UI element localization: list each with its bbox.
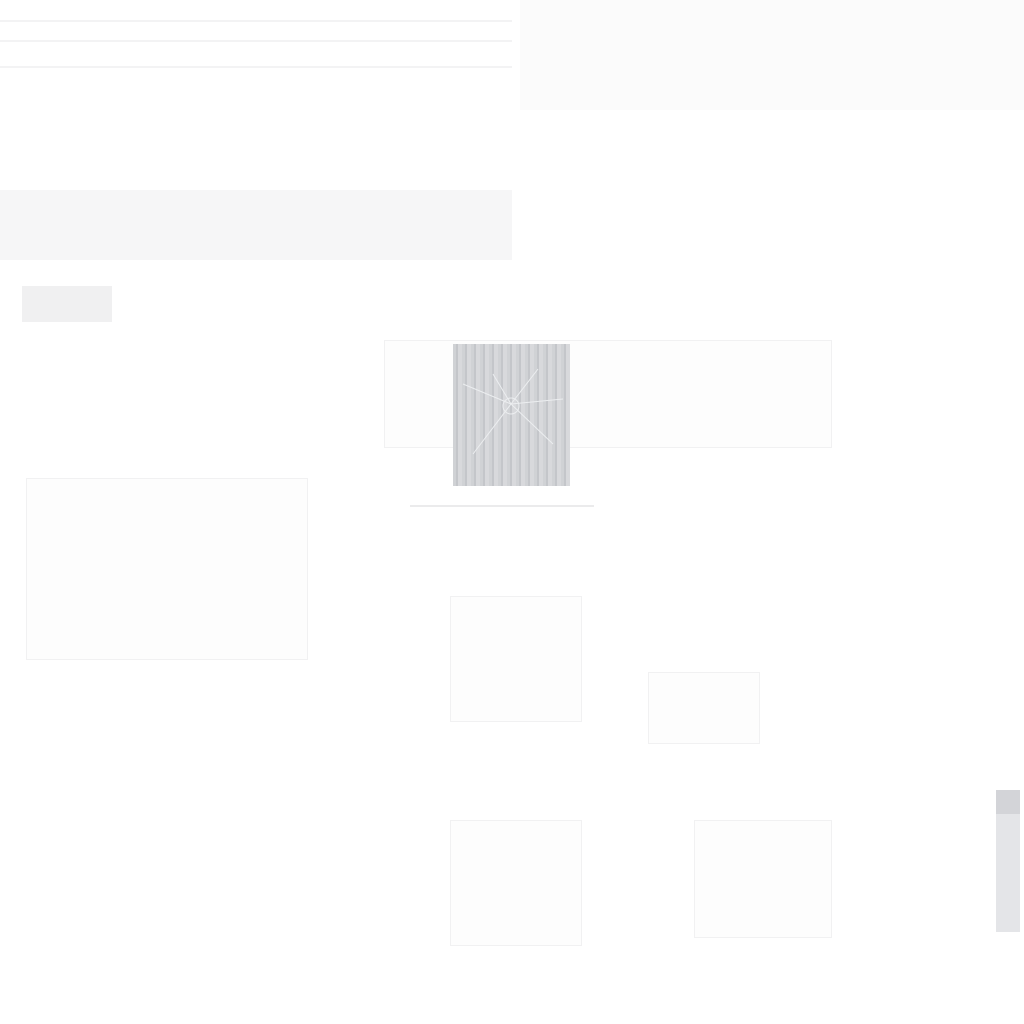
scrollbar[interactable]: [996, 790, 1020, 932]
divider: [410, 505, 594, 507]
card-bottom-right[interactable]: [694, 820, 832, 938]
card-bottom-left[interactable]: [450, 820, 582, 946]
toolbar-strip: [0, 190, 512, 260]
card-middle[interactable]: [450, 596, 582, 722]
card-small[interactable]: [648, 672, 760, 744]
header-line: [0, 66, 512, 68]
logo-block: [22, 286, 112, 322]
header-line: [0, 20, 512, 22]
top-right-banner: [520, 0, 1024, 110]
broken-image-icon: [453, 344, 570, 486]
header-line: [0, 40, 512, 42]
card-left[interactable]: [26, 478, 308, 660]
scrollbar-thumb[interactable]: [996, 790, 1020, 814]
content-panel: [384, 340, 832, 448]
